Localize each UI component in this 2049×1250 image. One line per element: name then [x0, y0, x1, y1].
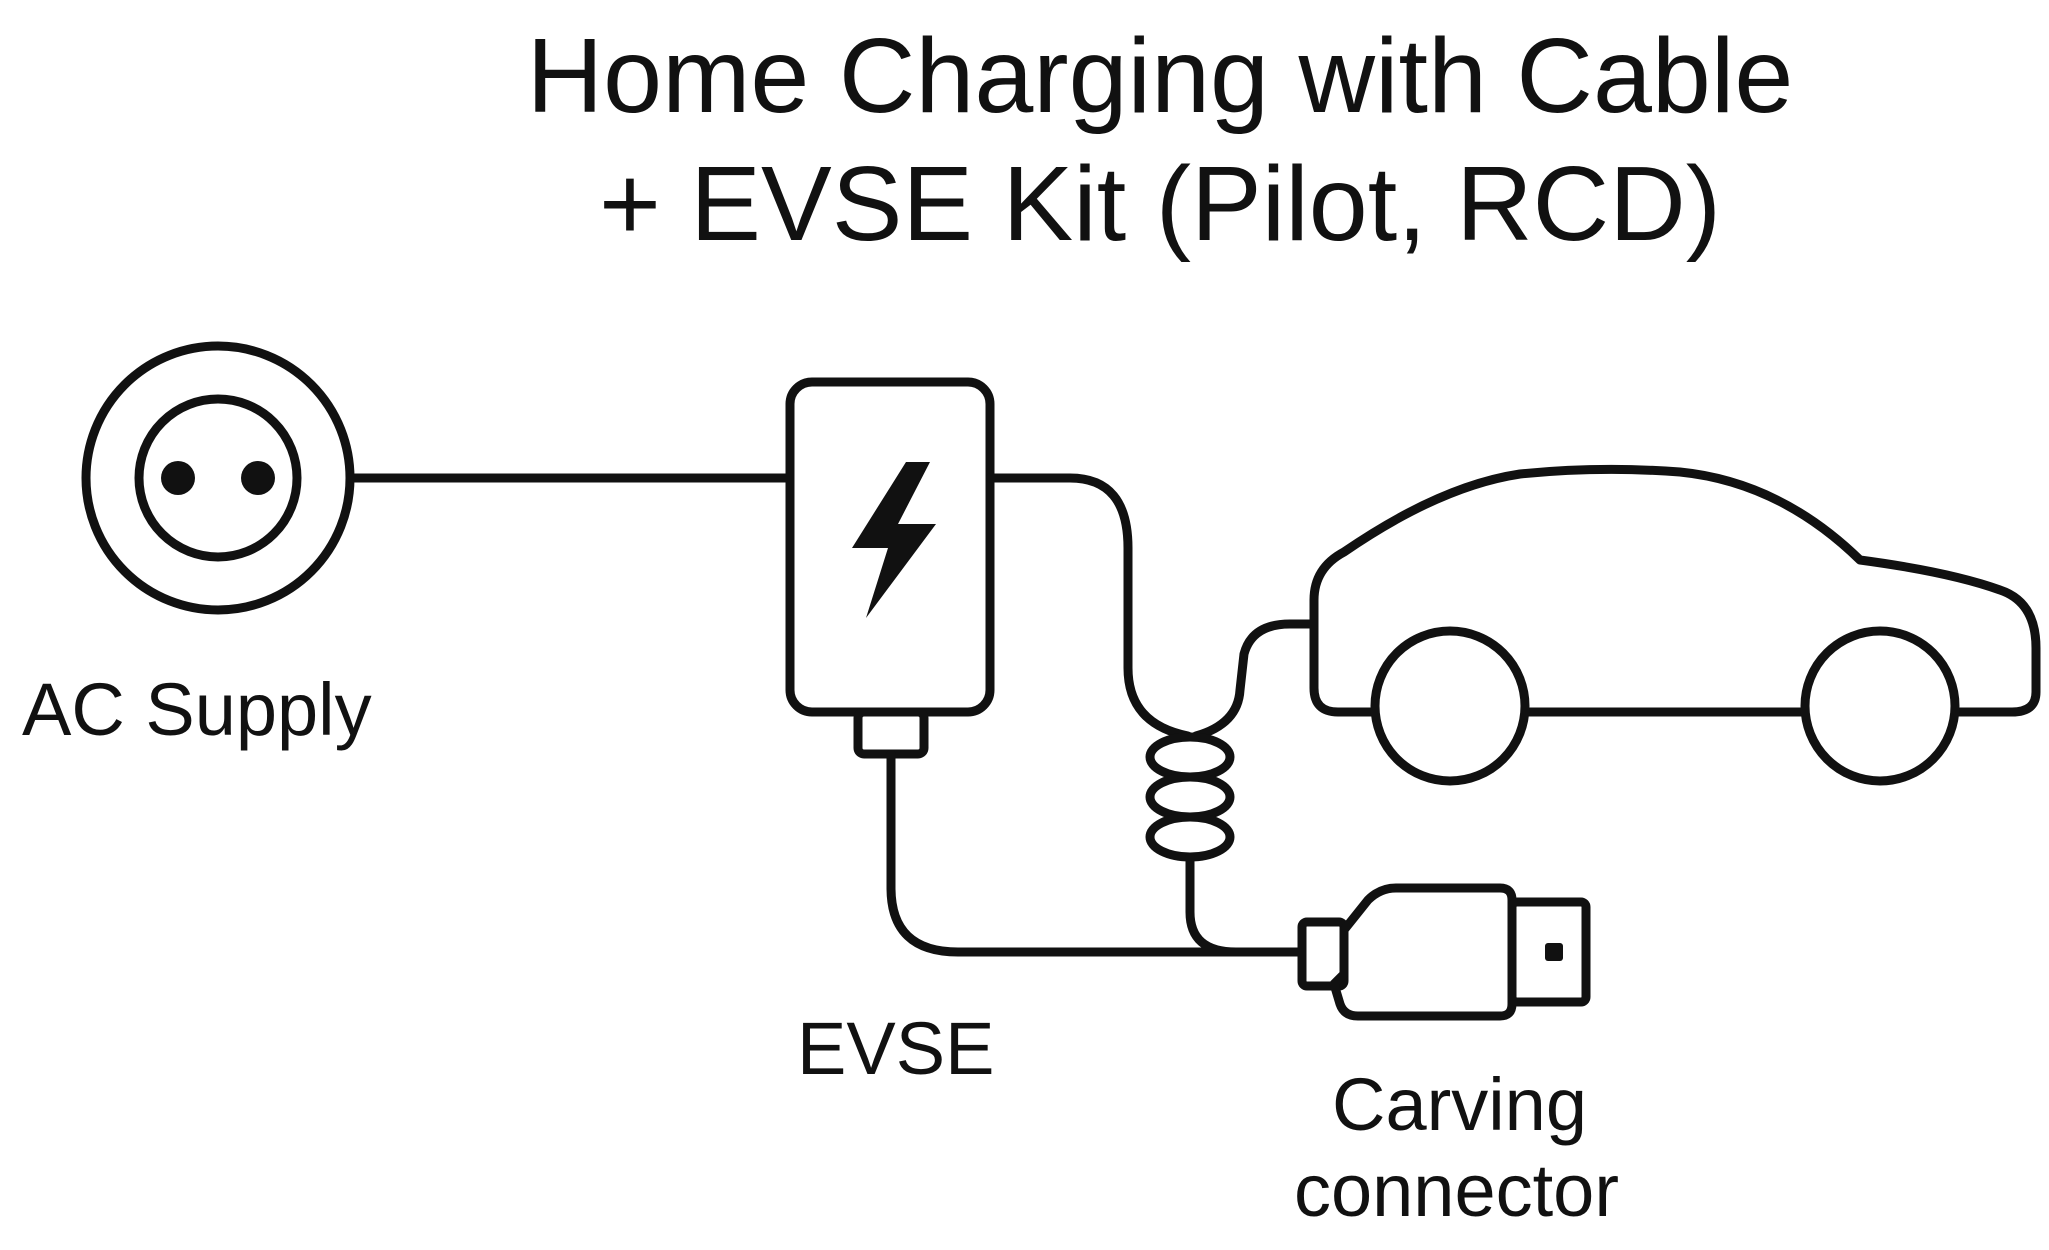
connector-plug-icon	[1297, 883, 1591, 1021]
connector-label-line-1: Carving	[1332, 1063, 1587, 1146]
evse-unit	[785, 377, 995, 759]
car-cable	[1191, 619, 1317, 741]
cable-coil-icon	[1145, 732, 1235, 862]
connector-pin	[1545, 943, 1563, 961]
evse-port	[853, 707, 929, 759]
diagram-title-line-1: Home Charging with Cable	[527, 17, 1794, 135]
car-icon	[1309, 464, 2041, 786]
connector-tip	[1507, 897, 1591, 1007]
diagram-title-line-2: + EVSE Kit (Pilot, RCD)	[599, 145, 1721, 263]
ac-socket-icon	[81, 341, 355, 615]
connector-handle	[1329, 883, 1517, 1021]
evse-output-cable	[985, 473, 1193, 741]
connector-label-line-2: connector	[1294, 1149, 1619, 1232]
car-rear-wheel	[1800, 626, 1960, 786]
coil-to-connector-cable	[1185, 852, 1307, 957]
evse-label: EVSE	[797, 1007, 994, 1090]
lightning-bolt-icon	[852, 462, 936, 618]
ac-supply-label: AC Supply	[22, 668, 372, 751]
car-front-wheel	[1370, 626, 1530, 786]
car-body	[1309, 464, 2041, 717]
evse-port-cable	[886, 749, 1307, 957]
